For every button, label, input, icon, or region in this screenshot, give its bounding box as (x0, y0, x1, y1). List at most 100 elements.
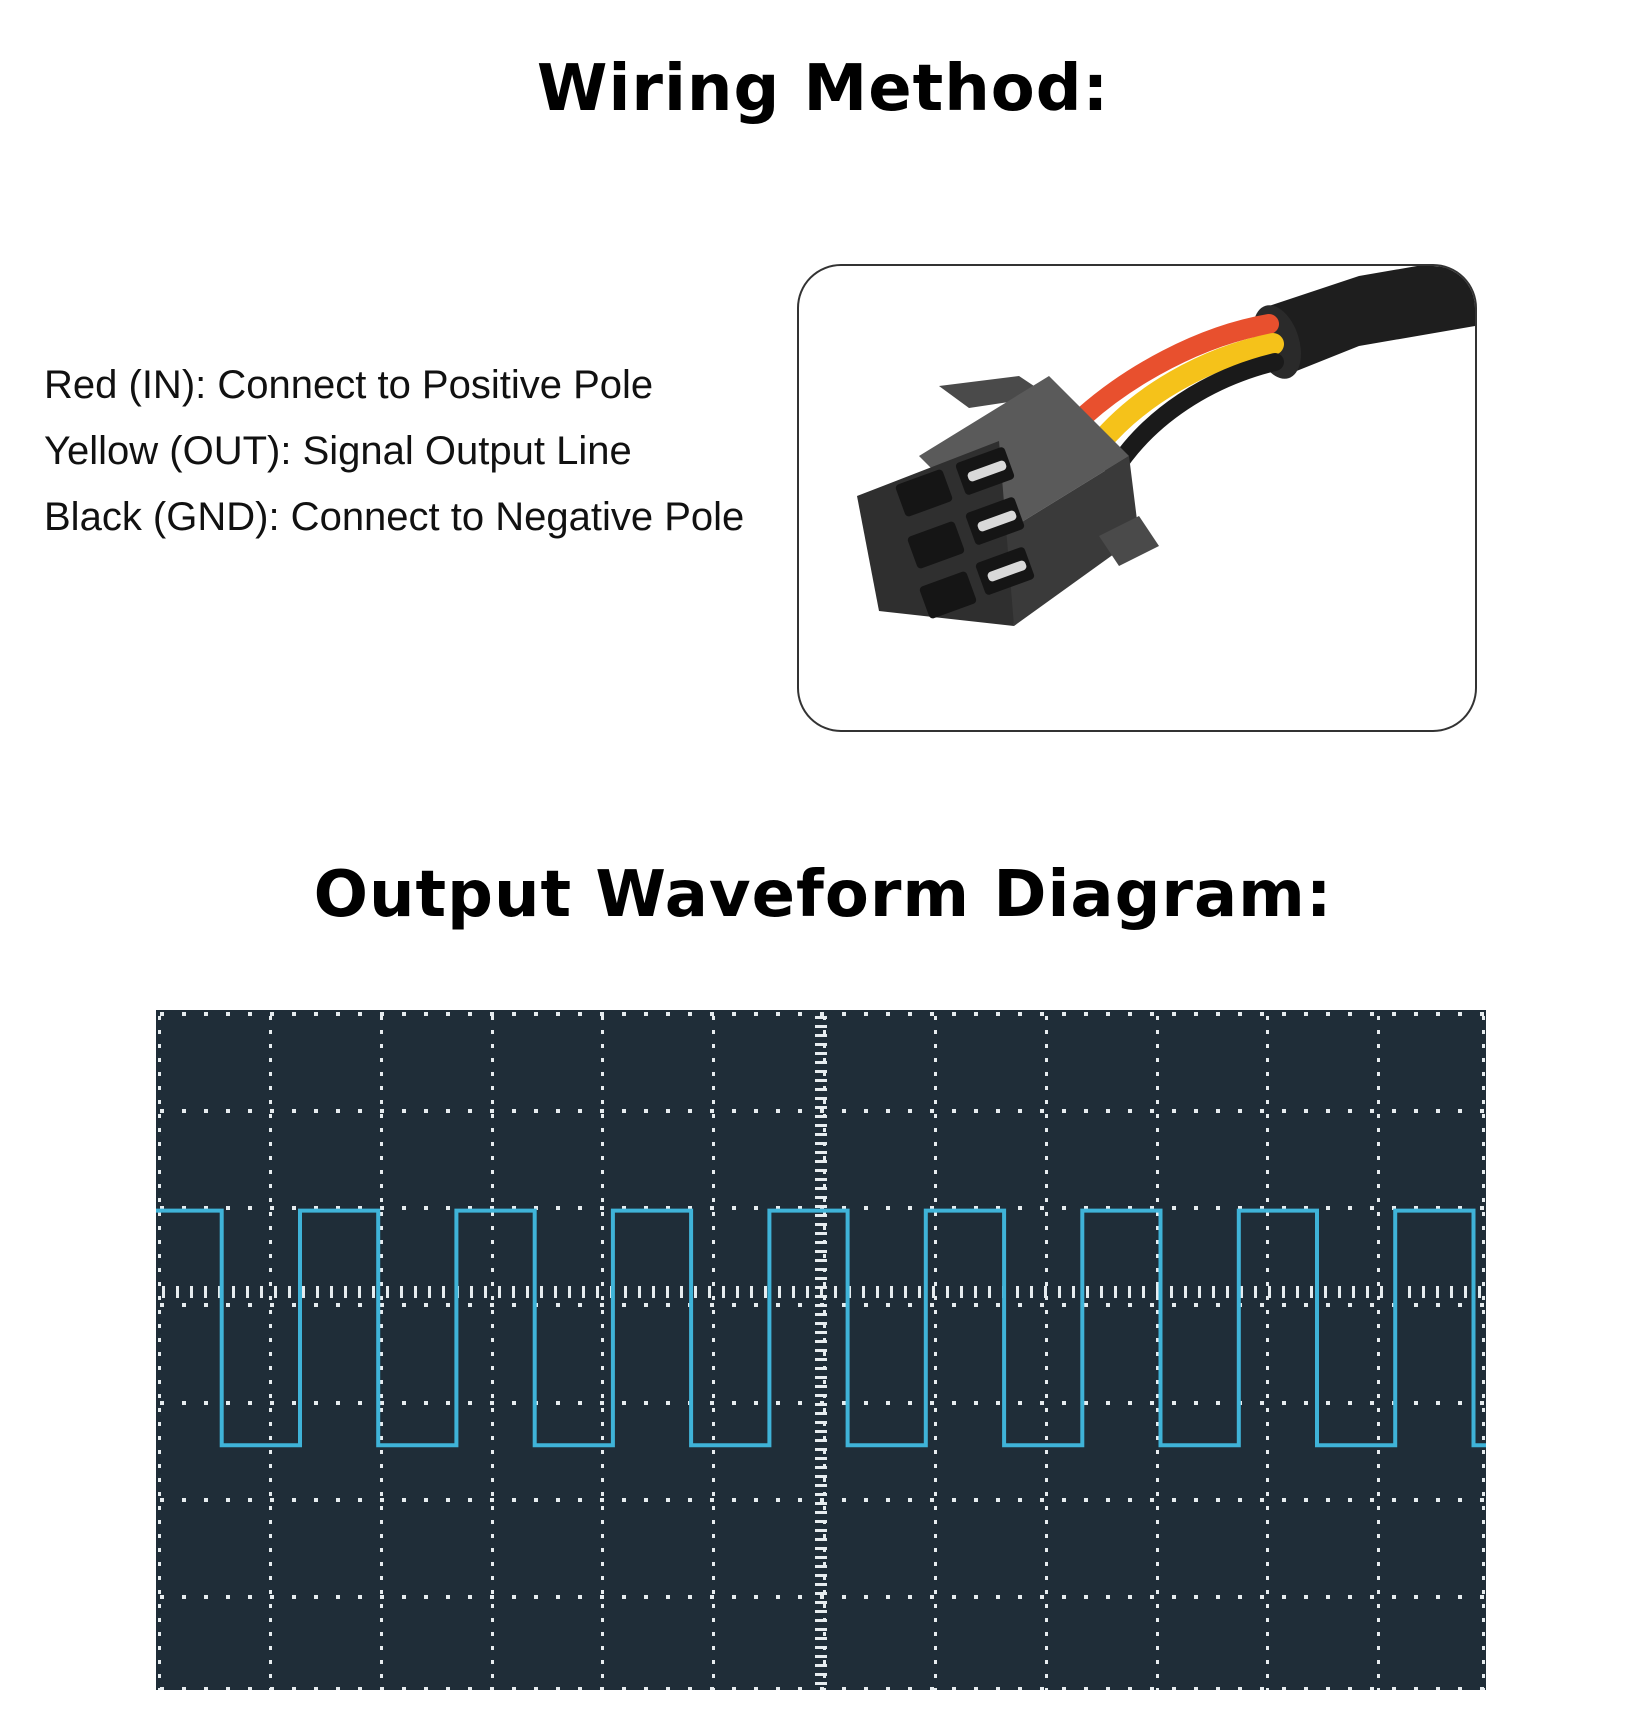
grid-dot (1045, 1394, 1048, 1398)
grid-dot (1266, 1380, 1269, 1384)
grid-dot (798, 1498, 802, 1502)
grid-dot (815, 1673, 827, 1676)
grid-dot (864, 1303, 868, 1307)
grid-dot (491, 1072, 494, 1076)
grid-dot (1062, 1109, 1066, 1113)
grid-dot (1377, 1338, 1380, 1342)
oscilloscope-screen (156, 1010, 1486, 1690)
grid-dot (886, 1206, 890, 1210)
grid-dot (380, 1498, 384, 1502)
grid-dot (601, 1268, 604, 1272)
grid-dot (158, 1604, 161, 1608)
grid-dot (712, 1478, 715, 1482)
grid-dot (158, 1660, 161, 1664)
grid-dot (1045, 1436, 1048, 1440)
grid-dot (358, 1206, 362, 1210)
grid-dot (712, 1170, 715, 1174)
grid-dot (1348, 1595, 1352, 1599)
grid-dot (1266, 1030, 1269, 1034)
grid-dot (754, 1206, 758, 1210)
grid-dot (1377, 1254, 1380, 1258)
grid-dot (1045, 1016, 1048, 1020)
grid-dot (1482, 1520, 1485, 1524)
grid-dot (1326, 1595, 1330, 1599)
grid-dot (1128, 1687, 1132, 1690)
grid-dot (1392, 1206, 1396, 1210)
grid-dot (732, 1687, 736, 1690)
grid-dot (823, 1506, 826, 1510)
grid-dot (402, 1595, 406, 1599)
grid-dot (446, 1012, 450, 1016)
grid-dot (402, 1303, 406, 1307)
grid-dot (823, 1632, 826, 1636)
grid-dot (1128, 1303, 1132, 1307)
grid-dot (158, 1296, 161, 1300)
grid-dot (158, 1408, 161, 1412)
grid-dot (380, 1338, 383, 1342)
grid-dot (1482, 1044, 1485, 1048)
grid-dot (1377, 1170, 1380, 1174)
grid-dot (694, 1286, 697, 1298)
wiring-method-title: Wiring Method: (536, 52, 1110, 126)
grid-dot (1266, 1520, 1269, 1524)
grid-dot (182, 1303, 186, 1307)
grid-dot (1194, 1595, 1198, 1599)
grid-dot (842, 1498, 846, 1502)
grid-dot (1040, 1206, 1044, 1210)
grid-dot (1040, 1498, 1044, 1502)
grid-dot (1482, 1380, 1485, 1384)
grid-dot (1084, 1687, 1088, 1690)
grid-dot (823, 1156, 826, 1160)
grid-dot (1482, 1170, 1485, 1174)
grid-dot (491, 1086, 494, 1090)
grid-dot (601, 1534, 604, 1538)
grid-dot (1045, 1366, 1048, 1370)
grid-dot (934, 1184, 937, 1188)
grid-dot (644, 1401, 648, 1405)
grid-dot (512, 1595, 516, 1599)
grid-dot (158, 1506, 161, 1510)
grid-dot (601, 1478, 604, 1482)
grid-dot (974, 1401, 978, 1405)
grid-dot (750, 1286, 753, 1298)
grid-dot (1156, 1286, 1159, 1298)
grid-dot (1266, 1464, 1269, 1468)
grid-dot (578, 1401, 582, 1405)
grid-dot (424, 1687, 428, 1690)
grid-dot (754, 1595, 758, 1599)
grid-dot (158, 1534, 161, 1538)
grid-dot (815, 1547, 827, 1550)
grid-dot (1304, 1687, 1308, 1690)
grid-dot (934, 1212, 937, 1216)
grid-dot (823, 1352, 826, 1356)
grid-dot (380, 1380, 383, 1384)
grid-dot (862, 1286, 865, 1298)
grid-dot (491, 1492, 494, 1496)
grid-dot (1045, 1226, 1048, 1230)
grid-dot (1045, 1268, 1048, 1272)
grid-dot (1282, 1303, 1286, 1307)
grid-dot (1172, 1206, 1176, 1210)
grid-dot (1156, 1576, 1159, 1580)
grid-dot (1482, 1478, 1485, 1482)
grid-dot (798, 1687, 802, 1690)
grid-dot (512, 1109, 516, 1113)
grid-dot (1128, 1109, 1132, 1113)
grid-dot (358, 1401, 362, 1405)
grid-dot (934, 1422, 937, 1426)
grid-dot (269, 1632, 272, 1636)
grid-dot (491, 1254, 494, 1258)
grid-dot (712, 1324, 715, 1328)
grid-dot (934, 1240, 937, 1244)
grid-dot (1266, 1142, 1269, 1146)
grid-dot (292, 1012, 296, 1016)
grid-dot (1156, 1016, 1159, 1020)
grid-dot (1045, 1604, 1048, 1608)
grid-dot (358, 1109, 362, 1113)
grid-dot (1266, 1422, 1269, 1426)
grid-dot (732, 1303, 736, 1307)
grid-dot (1216, 1498, 1220, 1502)
grid-dot (952, 1687, 956, 1690)
grid-dot (601, 1618, 604, 1622)
grid-dot (468, 1012, 472, 1016)
